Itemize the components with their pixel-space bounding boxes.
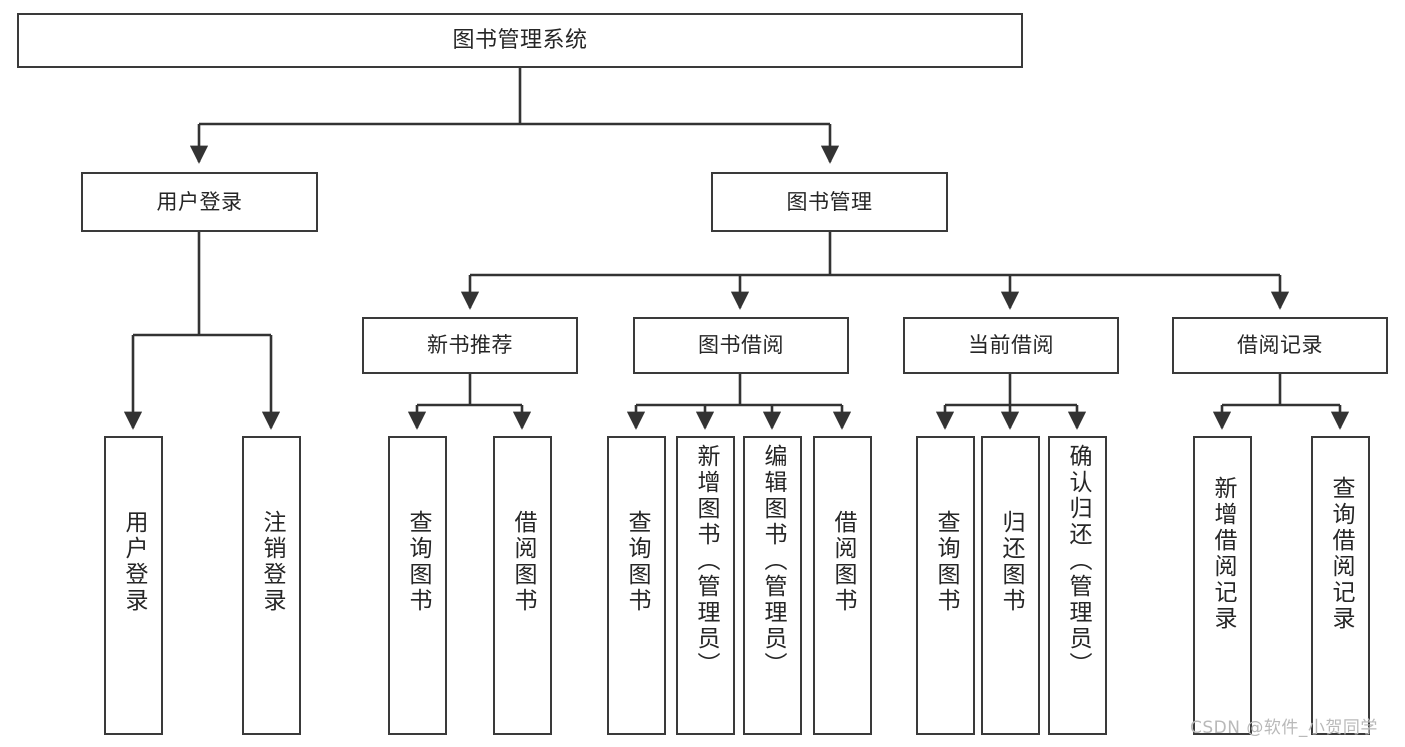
node-label: 查询图书 (405, 510, 431, 614)
node-label: 用户登录 (156, 189, 243, 214)
node-root-book-management-system[interactable]: 图书管理系统 (17, 13, 1023, 68)
node-label: 图书借阅 (698, 333, 784, 358)
node-label: 编辑图书（管理员） (760, 444, 786, 678)
node-current-borrow[interactable]: 当前借阅 (903, 317, 1119, 374)
node-book-borrow[interactable]: 图书借阅 (633, 317, 849, 374)
node-label: 图书管理系统 (452, 27, 588, 53)
node-label: 借阅记录 (1237, 333, 1323, 358)
leaf-current-borrow-confirm-return-admin[interactable]: 确认归还（管理员） (1048, 436, 1107, 735)
node-label: 借阅图书 (830, 510, 856, 614)
node-label: 借阅图书 (510, 510, 536, 614)
node-borrow-record[interactable]: 借阅记录 (1172, 317, 1388, 374)
node-label: 注销登录 (259, 510, 285, 614)
node-new-book-recommend[interactable]: 新书推荐 (362, 317, 578, 374)
leaf-borrow-record-query-record[interactable]: 查询借阅记录 (1311, 436, 1370, 735)
node-label: 用户登录 (121, 510, 147, 614)
node-label: 新增借阅记录 (1210, 476, 1236, 632)
leaf-book-borrow-query-book[interactable]: 查询图书 (607, 436, 666, 735)
leaf-book-borrow-borrow-book[interactable]: 借阅图书 (813, 436, 872, 735)
node-label: 查询借阅记录 (1328, 476, 1354, 632)
leaf-current-borrow-return-book[interactable]: 归还图书 (981, 436, 1040, 735)
leaf-borrow-record-add-record[interactable]: 新增借阅记录 (1193, 436, 1252, 735)
leaf-new-book-query-book[interactable]: 查询图书 (388, 436, 447, 735)
leaf-user-login-logout[interactable]: 注销登录 (242, 436, 301, 735)
leaf-book-borrow-edit-book-admin[interactable]: 编辑图书（管理员） (743, 436, 802, 735)
node-label: 当前借阅 (968, 333, 1054, 358)
leaf-new-book-borrow-book[interactable]: 借阅图书 (493, 436, 552, 735)
leaf-user-login-login[interactable]: 用户登录 (104, 436, 163, 735)
node-label: 查询图书 (933, 510, 959, 614)
leaf-current-borrow-query-book[interactable]: 查询图书 (916, 436, 975, 735)
node-user-login[interactable]: 用户登录 (81, 172, 318, 232)
node-label: 归还图书 (998, 510, 1024, 614)
leaf-book-borrow-add-book-admin[interactable]: 新增图书（管理员） (676, 436, 735, 735)
node-label: 新书推荐 (427, 333, 513, 358)
node-book-management[interactable]: 图书管理 (711, 172, 948, 232)
node-label: 查询图书 (624, 510, 650, 614)
node-label: 确认归还（管理员） (1065, 444, 1091, 678)
watermark: CSDN @软件_小贺同学 (1190, 718, 1378, 738)
node-label: 新增图书（管理员） (693, 444, 719, 678)
node-label: 图书管理 (786, 189, 873, 214)
